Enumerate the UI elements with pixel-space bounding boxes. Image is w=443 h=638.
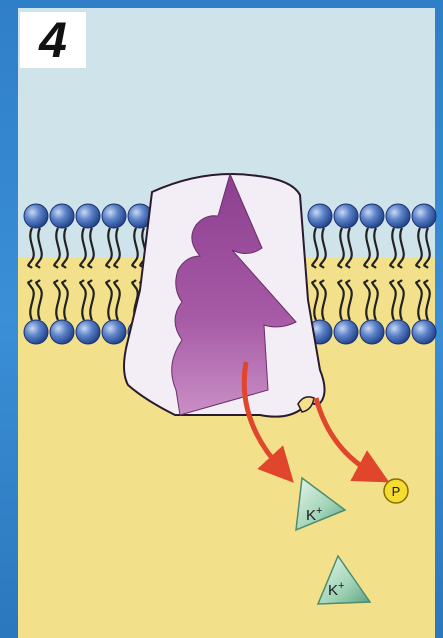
lipid-head — [334, 320, 358, 344]
lipid-head — [76, 320, 100, 344]
lipid-head — [308, 204, 332, 228]
lipid-head — [386, 204, 410, 228]
lipid-head — [50, 204, 74, 228]
lipid-head — [334, 204, 358, 228]
phosphate-label: P — [392, 484, 401, 499]
lipid-head — [412, 320, 436, 344]
lipid-head — [76, 204, 100, 228]
lipid-head — [24, 204, 48, 228]
lipid-head — [386, 320, 410, 344]
lipid-head — [360, 204, 384, 228]
lipid-head — [102, 204, 126, 228]
step-number: 4 — [26, 12, 80, 68]
lipid-head — [412, 204, 436, 228]
lipid-head — [102, 320, 126, 344]
phosphate-group: P — [384, 479, 408, 503]
lipid-head — [360, 320, 384, 344]
lipid-head — [24, 320, 48, 344]
lipid-head — [50, 320, 74, 344]
